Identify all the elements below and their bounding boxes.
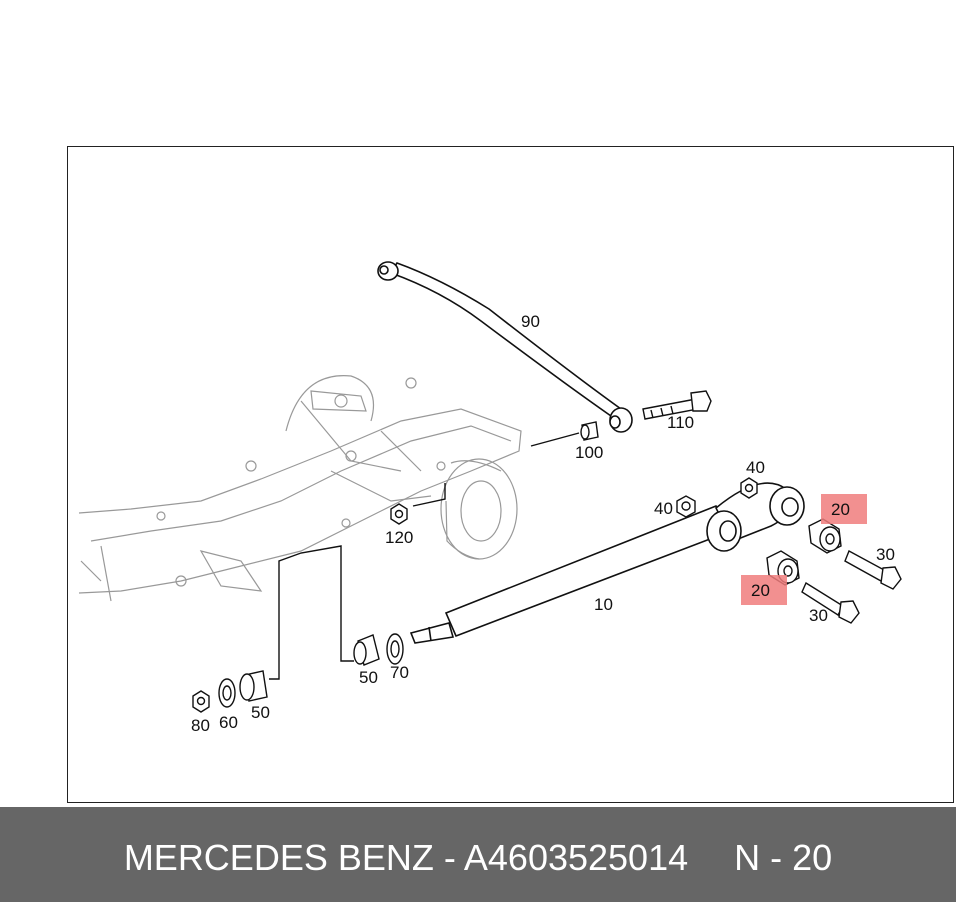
callout-30-lower: 30 bbox=[809, 606, 828, 625]
callout-50-left: 50 bbox=[251, 703, 270, 722]
callout-40-upper: 40 bbox=[746, 458, 765, 477]
bushing-50-left bbox=[239, 670, 268, 702]
bolt-30-upper bbox=[844, 550, 902, 590]
separator: - bbox=[443, 837, 456, 878]
trailing-arm-10 bbox=[409, 482, 805, 644]
parts-diagram: 90 110 100 40 40 20 20 30 30 120 10 50 7… bbox=[78, 261, 902, 735]
callout-80: 80 bbox=[191, 716, 210, 735]
frame-chassis-outline bbox=[78, 375, 522, 602]
callout-110: 110 bbox=[667, 413, 694, 432]
bolt-110 bbox=[642, 390, 712, 420]
callout-20-upper: 20 bbox=[831, 500, 850, 519]
callout-70: 70 bbox=[390, 663, 409, 682]
nut-120 bbox=[390, 483, 446, 525]
brand-name: MERCEDES BENZ bbox=[123, 837, 434, 878]
callout-100: 100 bbox=[575, 443, 603, 462]
callout-20-lower: 20 bbox=[751, 581, 770, 600]
bushing-100 bbox=[530, 421, 599, 447]
callout-50-right: 50 bbox=[359, 668, 378, 687]
callout-90: 90 bbox=[521, 312, 540, 331]
washer-70 bbox=[386, 633, 404, 665]
callout-60: 60 bbox=[219, 713, 238, 732]
bushing-20-upper bbox=[808, 518, 842, 554]
footer-caption: MERCEDES BENZ - A4603525014 N - 20 bbox=[0, 837, 956, 879]
callout-10: 10 bbox=[594, 595, 613, 614]
footer-bar: MERCEDES BENZ - A4603525014 N - 20 bbox=[0, 807, 956, 902]
position-number: N - 20 bbox=[734, 837, 833, 878]
parts-diagram-frame: 90 110 100 40 40 20 20 30 30 120 10 50 7… bbox=[67, 146, 954, 803]
callout-40-lower: 40 bbox=[654, 499, 673, 518]
nut-40-lower bbox=[676, 495, 696, 518]
nut-80 bbox=[192, 690, 210, 713]
bushing-50-right bbox=[269, 545, 380, 680]
washer-60 bbox=[218, 678, 236, 708]
panhard-rod-90 bbox=[377, 261, 633, 433]
highlight-box-20-lower bbox=[741, 575, 787, 605]
bolt-30-lower bbox=[801, 581, 860, 624]
highlight-box-20-upper bbox=[821, 494, 867, 524]
callout-30-upper: 30 bbox=[876, 545, 895, 564]
callout-120: 120 bbox=[385, 528, 413, 547]
part-number: A4603525014 bbox=[463, 837, 689, 878]
nut-40-upper bbox=[740, 477, 758, 499]
